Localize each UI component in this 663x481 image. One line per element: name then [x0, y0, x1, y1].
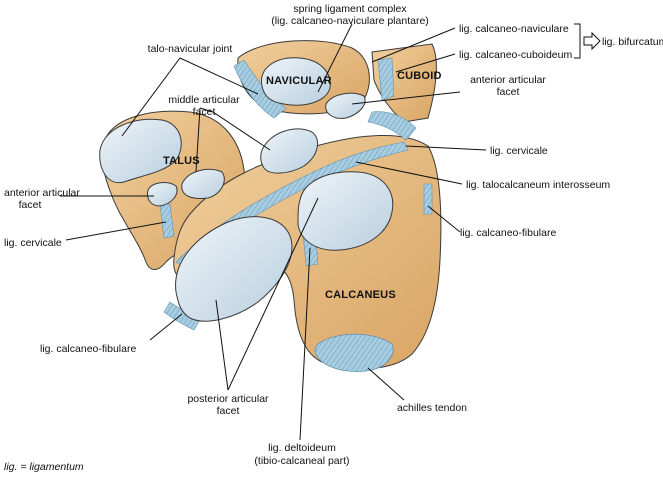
talus-middle-facet: [181, 168, 225, 199]
label-achilles-tendon: achilles tendon: [397, 402, 467, 414]
footnote-lig-definition: lig. = ligamentum: [4, 461, 84, 473]
label-calcaneo-cuboideum: lig. calcaneo-cuboideum: [459, 49, 572, 61]
label-bifurcatum: lig. bifurcatum: [602, 36, 663, 48]
talus-posterior-facet: [175, 216, 293, 322]
label-posterior-facet-line1: posterior articular: [187, 393, 269, 405]
label-middle-facet-line1: middle articular: [168, 94, 240, 106]
label-spring-ligament-line1: spring ligament complex: [293, 3, 407, 15]
hollow-arrow-icon: [583, 31, 601, 51]
bone-label-cuboid: CUBOID: [397, 70, 442, 82]
label-talocalcaneum: lig. talocalcaneum interosseum: [466, 179, 610, 191]
talus-anterior-facet: [147, 182, 178, 207]
calcaneo-cuboid-ligament: [377, 57, 395, 101]
label-deltoideum-line1: lig. deltoideum: [268, 442, 336, 454]
label-anterior-facet-left-line1: anterior articular: [4, 187, 80, 199]
calcaneo-fibular-ligament-right: [423, 183, 433, 215]
achilles-tendon: [314, 333, 394, 372]
label-cervicale-right: lig. cervicale: [490, 145, 548, 157]
navicular-facet: [260, 57, 331, 106]
bone-label-navicular: NAVICULAR: [266, 75, 332, 87]
leader-lines: [60, 23, 487, 441]
calcaneo-fibular-ligament-left: [163, 301, 201, 331]
bone-label-talus: TALUS: [163, 155, 200, 167]
label-deltoideum-line2: (tibio-calcaneal part): [254, 455, 349, 467]
label-anterior-facet-right-line1: anterior articular: [470, 74, 546, 86]
cervical-ligament-right: [367, 111, 417, 141]
label-talo-navicular-joint: talo-navicular joint: [148, 43, 233, 55]
calcaneus-middle-facet: [260, 128, 319, 174]
bifurcatum-bracket: [574, 23, 601, 59]
label-posterior-facet-line2: facet: [217, 405, 240, 417]
label-calcaneo-fibulare-right: lig. calcaneo-fibulare: [460, 227, 556, 239]
label-cervicale-left: lig. cervicale: [4, 237, 62, 249]
label-calcaneo-naviculare: lig. calcaneo-naviculare: [459, 23, 569, 35]
calcaneus-posterior-facet: [297, 171, 394, 251]
label-spring-ligament-line2: (lig. calcaneo-naviculare plantare): [271, 15, 429, 27]
spring-ligament: [233, 59, 287, 119]
talus-head-facet: [99, 118, 182, 184]
label-anterior-facet-left-line2: facet: [19, 199, 42, 211]
calcaneus-anterior-facet: [325, 92, 366, 119]
label-middle-facet-line2: facet: [193, 106, 216, 118]
label-calcaneo-fibulare-left: lig. calcaneo-fibulare: [40, 343, 136, 355]
label-anterior-facet-right-line2: facet: [497, 86, 520, 98]
bone-label-calcaneus: CALCANEUS: [325, 289, 396, 301]
